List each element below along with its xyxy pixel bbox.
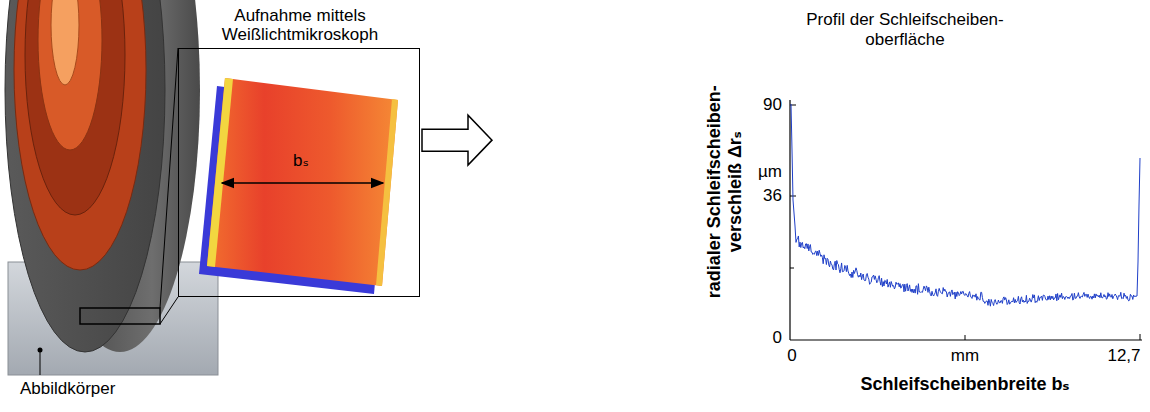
axis-tick — [1140, 334, 1141, 340]
dimension-arrow — [222, 182, 383, 184]
wheel-ring — [14, 0, 146, 270]
unit-label-box: µm — [758, 162, 782, 182]
axis-title: Schleifscheibenbreite bₛ — [861, 374, 1070, 395]
tick-label: 12,7 — [1107, 346, 1140, 366]
part-label-box: Abbildkörper — [20, 379, 115, 399]
chart-title: Profil der Schleifscheiben- oberfläche — [775, 10, 1035, 49]
y-axis — [789, 100, 790, 340]
zoom-line — [160, 48, 178, 308]
tick-label: 36 — [763, 186, 782, 206]
dimension-label: bₛ — [293, 151, 309, 171]
surface-edge — [207, 78, 233, 267]
tick-label-box: 90 — [763, 95, 782, 115]
unit-label-box: mm — [951, 346, 979, 366]
axis-title-box: Schleifscheibenbreite bₛ — [861, 374, 1070, 395]
tick-label: 0 — [787, 346, 796, 366]
axis-tick — [790, 268, 794, 269]
axis-tick — [965, 335, 966, 340]
unit-label: mm — [951, 346, 979, 366]
panel-heading: Aufnahme mittels Weißlichtmikroskoph — [179, 6, 421, 45]
profile-curve — [791, 104, 1140, 306]
wheel-ring — [25, 0, 125, 215]
zoom-line — [160, 297, 178, 324]
tick-label-box: 36 — [763, 186, 782, 206]
axis-title: radialer Schleifscheiben- verschleiß Δrₛ — [704, 42, 745, 342]
unit-label: µm — [758, 162, 782, 182]
chart-title-box: Profil der Schleifscheiben- oberfläche — [775, 10, 1035, 49]
leader-line — [40, 350, 41, 375]
wheel-ring — [38, 0, 102, 150]
contact-zone — [80, 308, 160, 324]
wheel-face — [5, 0, 165, 352]
part-label: Abbildkörper — [20, 379, 115, 399]
tick-label-box: 0 — [773, 328, 782, 348]
tick-label: 90 — [763, 95, 782, 115]
surface-edge — [376, 99, 398, 286]
wheel-bore — [51, 0, 79, 85]
tick-label-box: 12,7 — [1107, 346, 1140, 366]
axis-title-box: radialer Schleifscheiben- verschleiß Δrₛ — [704, 42, 745, 342]
tick-label: 0 — [773, 328, 782, 348]
microscope-frame: Aufnahme mittels Weißlichtmikroskophbₛ — [178, 48, 420, 297]
tick-label-box: 0 — [787, 346, 796, 366]
panel-heading-box: Aufnahme mittels Weißlichtmikroskoph — [179, 6, 421, 45]
profile-chart-panel: Profil der Schleifscheiben- oberfläche — [492, 4, 1146, 408]
hollow-arrow — [422, 115, 492, 165]
surface-scan — [207, 78, 398, 286]
dimension-label-box: bₛ — [293, 151, 309, 171]
x-axis — [790, 339, 1142, 340]
